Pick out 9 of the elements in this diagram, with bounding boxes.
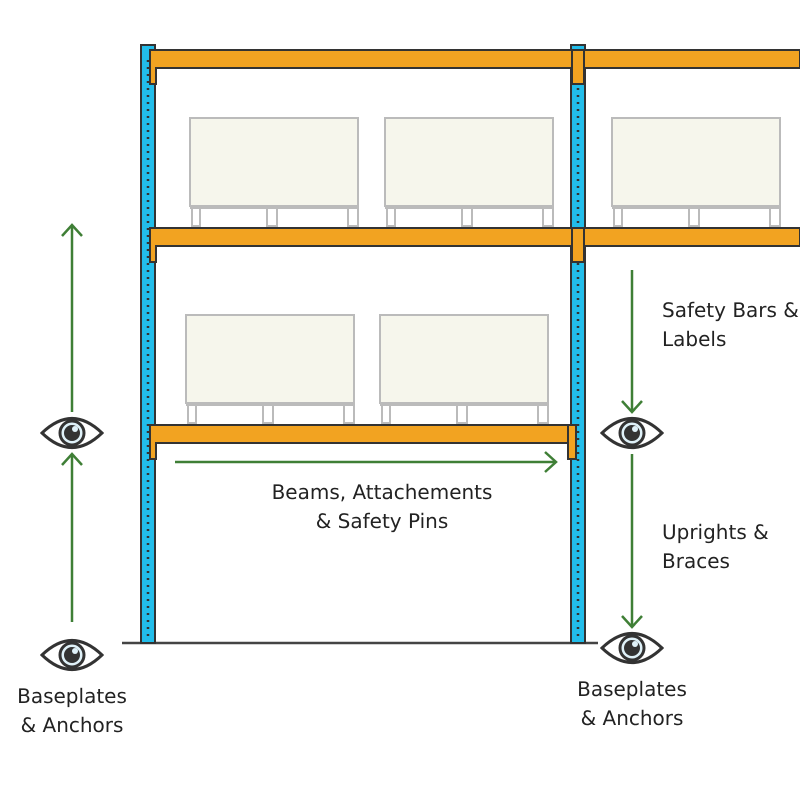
arrow xyxy=(620,270,644,414)
node-label: Baseplates & Anchors xyxy=(576,676,688,732)
arrow xyxy=(60,224,84,412)
edge-label: Uprights & Braces xyxy=(662,519,770,575)
edge-label: Safety Bars & Labels xyxy=(662,297,800,353)
node-label: Baseplates & Anchors xyxy=(16,683,128,739)
beam-label: Beams, Attachements & Safety Pins xyxy=(270,479,494,535)
arrow xyxy=(620,454,644,628)
arrow xyxy=(60,452,84,622)
